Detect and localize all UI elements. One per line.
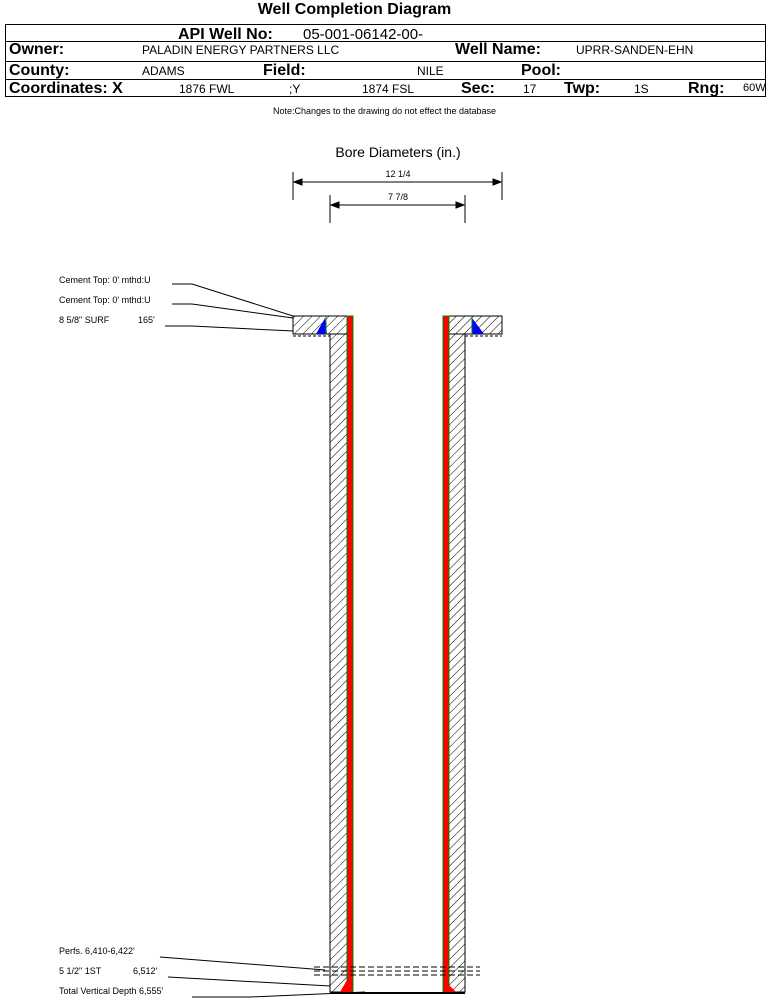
- sec-label: Sec:: [461, 80, 495, 97]
- production-casing-label: 5 1/2" 1ST: [59, 966, 102, 976]
- page-title: Well Completion Diagram: [257, 1, 452, 18]
- right-bore-wall: [448, 333, 466, 993]
- api-value: 05-001-06142-00-: [303, 26, 424, 43]
- x-value: 1876 FWL: [179, 82, 235, 96]
- left-bore-wall: [329, 333, 348, 993]
- owner-value: PALADIN ENERGY PARTNERS LLC: [142, 43, 340, 57]
- cement-top-label-1: Cement Top: 0' mthd:U: [59, 275, 151, 285]
- county-label: County:: [9, 62, 70, 79]
- well-name-label: Well Name:: [455, 41, 541, 58]
- coordinates-label: Coordinates: X: [9, 80, 123, 97]
- bore-title: Bore Diameters (in.): [335, 144, 460, 160]
- cement-right: [472, 318, 484, 334]
- cement-left: [316, 318, 327, 334]
- perfs-label: Perfs. 6,410-6,422': [59, 946, 135, 956]
- bore-inner-diameter: 7 7/8: [388, 192, 408, 202]
- bore-dimensions: [292, 172, 503, 223]
- y-value: 1874 FSL: [362, 82, 415, 96]
- well-name-value: UPRR-SANDEN-EHN: [576, 43, 694, 57]
- twp-value: 1S: [634, 82, 649, 96]
- county-value: ADAMS: [142, 64, 185, 78]
- note: Note:Changes to the drawing do not effec…: [273, 106, 496, 116]
- field-value: NILE: [417, 64, 444, 78]
- rng-value: 60W: [743, 82, 766, 94]
- y-label: ;Y: [289, 82, 301, 96]
- production-casing-depth: 6,512': [133, 966, 158, 976]
- twp-label: Twp:: [564, 80, 601, 97]
- owner-label: Owner:: [9, 41, 65, 58]
- total-depth-label: Total Vertical Depth 6,555': [59, 986, 164, 996]
- leader-lines: [159, 283, 366, 998]
- pool-label: Pool:: [521, 62, 561, 79]
- field-label: Field:: [263, 62, 306, 79]
- left-production-casing: [346, 315, 354, 993]
- rng-label: Rng:: [688, 80, 725, 97]
- perforations: [314, 966, 480, 976]
- sec-value: 17: [523, 82, 537, 96]
- bore-outer-diameter: 12 1/4: [385, 169, 410, 179]
- api-label: API Well No:: [178, 26, 273, 43]
- surface-casing-depth: 165': [138, 315, 155, 325]
- surface-casing-label: 8 5/8" SURF: [59, 315, 110, 325]
- well-header-table: API Well No: 05-001-06142-00- Owner: PAL…: [5, 24, 766, 97]
- cement-top-label-2: Cement Top: 0' mthd:U: [59, 295, 151, 305]
- right-production-casing: [442, 315, 450, 993]
